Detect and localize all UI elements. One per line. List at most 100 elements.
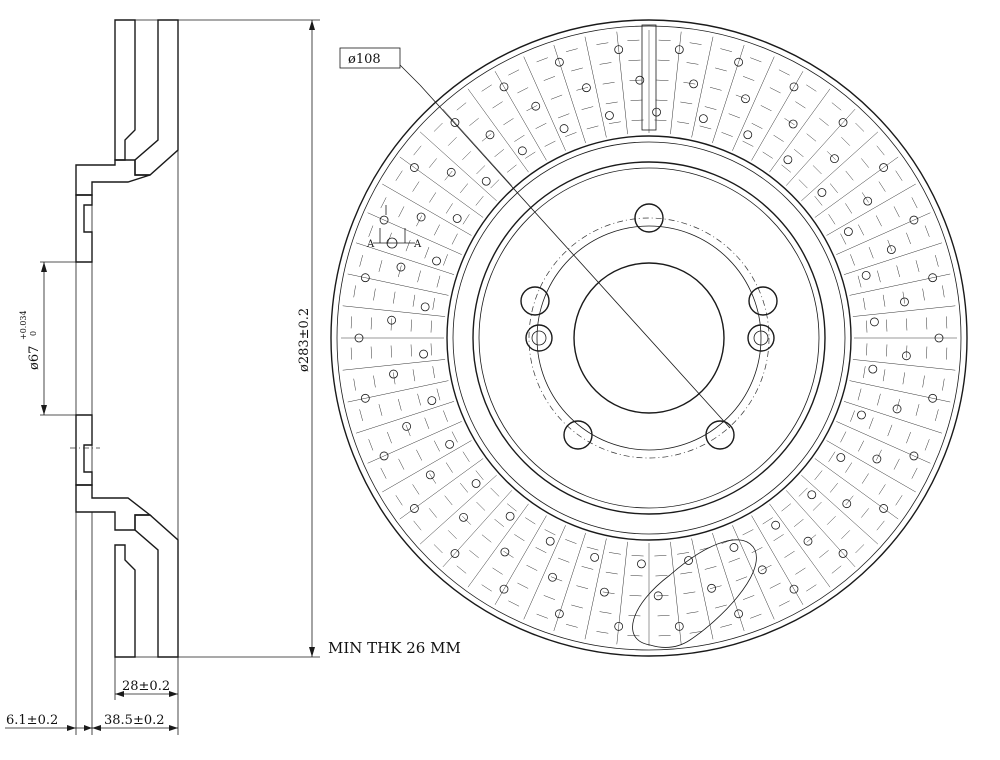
vent-vane-line [712, 532, 745, 632]
drilled-hole [689, 79, 699, 89]
vent-vane-tick [656, 79, 669, 81]
drilled-hole [485, 130, 495, 140]
vent-vane-line [785, 108, 856, 186]
lug-hole-5 [520, 286, 550, 316]
vent-vane-tick [841, 137, 850, 146]
drilled-hole [360, 273, 370, 283]
vent-vane-tick [769, 87, 781, 94]
pcd-diameter-label: ø108 [348, 52, 381, 67]
vent-vane-tick [627, 39, 640, 41]
hub-face-lower [75, 414, 93, 486]
vent-vane-tick [699, 125, 712, 130]
vent-vane-tick [657, 59, 670, 61]
vent-vane-tick [728, 557, 740, 563]
vent-vane-tick [448, 137, 457, 146]
set-screw-hole-right [747, 324, 775, 352]
disc-thickness-label: 28±0.2 [122, 679, 170, 694]
vent-vane-tick [829, 183, 838, 194]
friction-ring-inner-edge [446, 135, 852, 541]
vent-vane-tick [558, 113, 570, 119]
vent-vane-tick [387, 431, 392, 444]
drilled-hole [548, 572, 557, 582]
drilled-hole [707, 583, 716, 593]
vent-vane-line [342, 305, 446, 317]
vent-vane-tick [911, 197, 918, 209]
vent-vane-tick [750, 57, 762, 63]
vent-vane-tick [878, 181, 886, 192]
vent-vane-tick [378, 404, 383, 416]
vent-vane-tick [514, 134, 525, 142]
vent-vane-line [347, 273, 449, 296]
bore-diameter-label: ø67 [27, 346, 42, 370]
vent-vane-tick [565, 539, 577, 544]
vent-vane-tick [827, 516, 836, 525]
vent-vane-line [616, 541, 628, 645]
vent-vane-tick [742, 76, 755, 81]
vent-vane-tick [451, 431, 458, 443]
vent-vane-tick [628, 59, 641, 61]
vent-vane-tick [709, 86, 722, 91]
drilled-hole [842, 499, 852, 509]
vent-vane-tick [398, 458, 405, 470]
drilled-hole [427, 396, 437, 405]
vent-vane-tick [857, 388, 862, 401]
vent-vane-tick [475, 195, 484, 206]
vent-vane-line [494, 71, 547, 161]
vent-vane-tick [586, 546, 599, 551]
vent-vane-tick [686, 62, 699, 65]
vent-vane-tick [596, 42, 609, 45]
vent-vane-tick [781, 164, 792, 173]
drilled-hole [807, 490, 817, 500]
vent-vane-tick [395, 170, 403, 181]
drilled-hole [446, 167, 456, 177]
vent-vane-line [691, 538, 714, 640]
vent-vane-tick [506, 503, 517, 512]
vent-vane-tick [819, 117, 829, 126]
vent-vane-tick [886, 319, 888, 332]
drilled-hole [425, 470, 435, 480]
vent-vane-tick [445, 462, 453, 473]
vent-vane-line [712, 44, 745, 144]
vent-vane-tick [370, 317, 372, 330]
vent-vane-tick [742, 595, 755, 600]
vent-vane-tick [525, 151, 536, 159]
hat-height-label: 38.5±0.2 [104, 713, 165, 728]
vent-vane-tick [432, 297, 435, 310]
vent-vane-tick [494, 518, 505, 527]
vent-vane-tick [877, 270, 881, 283]
lug-hole-3 [705, 420, 735, 450]
vent-vane-line [843, 401, 943, 434]
vent-vane-tick [428, 158, 437, 168]
pcd-label-box [339, 47, 401, 69]
drilled-hole [838, 549, 848, 558]
vent-vane-tick [353, 378, 356, 391]
vent-vane-tick [704, 566, 717, 570]
vent-vane-tick [517, 87, 529, 94]
drilled-hole [354, 333, 364, 343]
vent-vane-tick [915, 404, 920, 416]
drilled-hole [788, 119, 798, 129]
drilled-hole [901, 351, 911, 361]
vent-vane-tick [506, 164, 517, 173]
drilled-holes [354, 45, 944, 631]
vent-vane-tick [882, 294, 886, 307]
vent-vane-tick [868, 417, 874, 429]
drilled-hole [614, 622, 624, 631]
vent-vane-tick [608, 552, 621, 555]
vent-vane-line [442, 108, 513, 186]
vent-vane-tick [373, 375, 376, 388]
drilled-hole [861, 271, 871, 280]
drilled-hole [389, 369, 398, 379]
vent-vane-tick [550, 94, 563, 100]
vent-vane-tick [793, 149, 804, 158]
vent-vane-tick [565, 132, 577, 137]
vent-vane-tick [599, 62, 612, 65]
vent-vane-tick [751, 547, 763, 554]
hat-lower-wall [75, 484, 153, 531]
drilled-hole [605, 111, 614, 120]
vent-vane-tick [858, 440, 865, 452]
bore-tolerance-lower: 0 [29, 331, 38, 336]
vent-vane-tick [728, 113, 740, 119]
lower-rotor-cheek [114, 544, 136, 658]
